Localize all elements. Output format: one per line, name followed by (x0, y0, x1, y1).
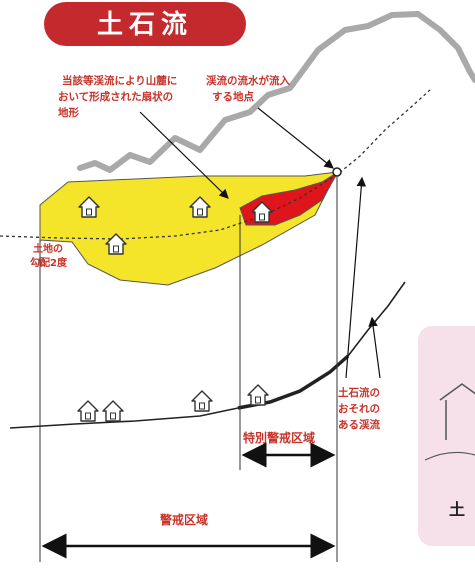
inflow-point-label: 渓流の流水が流入 する地点 (206, 74, 294, 103)
inset-house-icon (439, 383, 475, 401)
page-title: 土石流 (97, 10, 193, 40)
risk-stream-label: 土石流の おそれの ある渓流 (338, 386, 384, 431)
title-badge (44, 2, 246, 46)
house-icon (191, 390, 213, 412)
warning-zone-label: 警戒区域 (159, 512, 208, 527)
stream-dashed-line (0, 89, 431, 240)
warning-zone-area (39, 171, 338, 286)
risk-stream-leader-slope (368, 316, 381, 379)
house-icon (102, 400, 124, 422)
fan-terrain-label: 当該等渓流により山麓に おいて形成された扇状の 地形 (58, 74, 181, 119)
risk-stream-leader-up (345, 176, 367, 379)
special-zone-label: 特別警戒区域 (243, 430, 315, 445)
inflow-point-marker (332, 167, 342, 177)
inset-label: 土 (449, 500, 465, 519)
ground-profile (9, 394, 291, 429)
stream-profile-upper (347, 281, 406, 357)
inflow-label-leader (257, 107, 334, 169)
house-icon (77, 400, 99, 422)
house-icon (247, 384, 269, 406)
slope-gradient-label: 土地の 勾配2度 (30, 242, 68, 269)
mountain-ridge (77, 11, 475, 173)
fan-label-leader (139, 111, 229, 199)
